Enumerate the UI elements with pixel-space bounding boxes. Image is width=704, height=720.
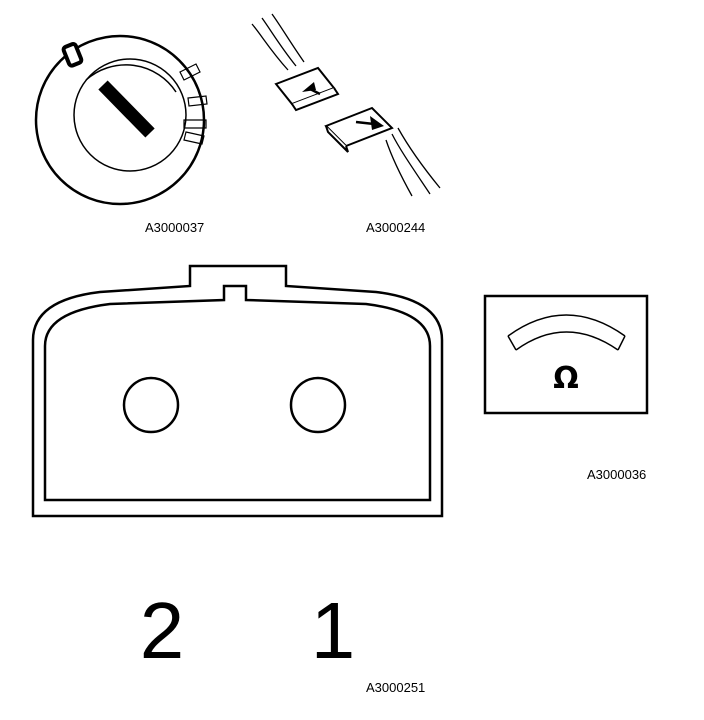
upper-harness-wires [251, 13, 305, 71]
ignition-switch-off-marker [61, 42, 84, 68]
pin-cavity-1 [289, 376, 347, 434]
connector-disconnect-caption: A3000244 [366, 220, 425, 235]
ohmmeter-scale-right-edge [617, 335, 626, 351]
lower-connector-plug [324, 106, 394, 153]
connector-disconnect: A3000244 [251, 13, 441, 235]
connector-face-inner-outline [43, 284, 432, 502]
lower-harness-wires [385, 127, 441, 197]
ignition-switch-outer-ring [34, 34, 206, 206]
pin-number-1: 1 [311, 586, 356, 675]
ohmmeter-scale-outer-arc [507, 314, 626, 337]
ohmmeter: Ω A3000036 [483, 294, 649, 482]
ohmmeter-scale-left-edge [507, 335, 517, 351]
ohm-symbol: Ω [553, 361, 579, 396]
ignition-switch-position-marks [179, 63, 208, 145]
ignition-switch: A3000037 [34, 34, 208, 235]
ignition-switch-bezel-arc [85, 64, 177, 93]
ohmmeter-scale-inner-arc [515, 331, 619, 351]
connector-face-caption: A3000251 [366, 680, 425, 695]
upper-connector-plug [274, 66, 340, 112]
ignition-switch-key-slot [98, 80, 155, 138]
pin-cavity-2 [122, 376, 180, 434]
ignition-switch-caption: A3000037 [145, 220, 204, 235]
connector-face-outer-outline [31, 264, 444, 518]
connector-face: 2 1 A3000251 [31, 264, 444, 695]
ignition-switch-inner-ring [73, 58, 187, 172]
pin-number-2: 2 [140, 586, 185, 675]
ohmmeter-caption: A3000036 [587, 467, 646, 482]
